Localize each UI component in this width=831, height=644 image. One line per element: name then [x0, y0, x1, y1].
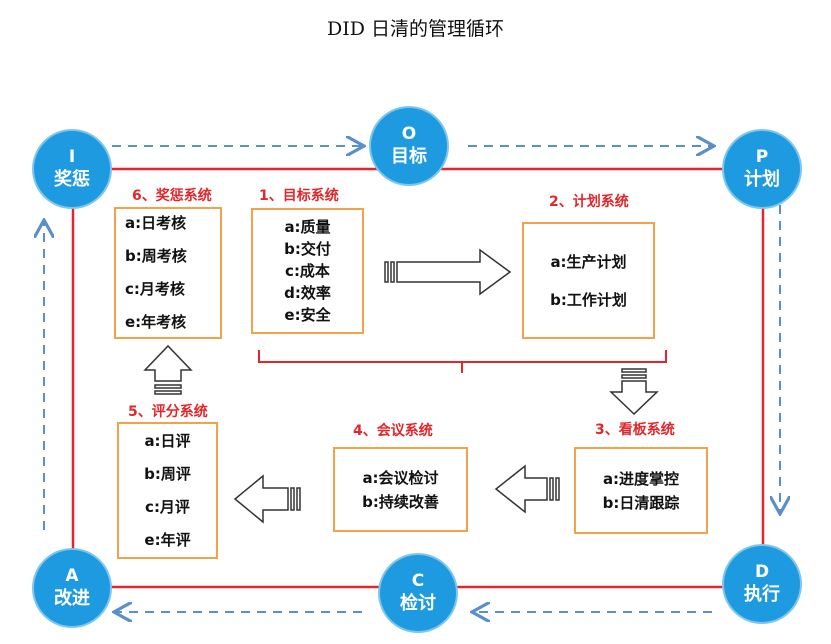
- node-a-letter: A: [65, 566, 79, 586]
- block-arrow-up: [143, 344, 193, 395]
- plan-system-title: 2、计划系统: [549, 194, 629, 210]
- node-p-letter: P: [755, 147, 769, 167]
- list-item: a:质量: [284, 218, 331, 236]
- list-item: e:年评: [144, 530, 191, 549]
- list-item: b:周评: [144, 464, 191, 483]
- list-item: e:年考核: [125, 313, 187, 331]
- list-item: a:会议检讨: [362, 468, 439, 487]
- node-a-improve: A 改进: [34, 550, 110, 626]
- list-item: b:工作计划: [550, 290, 627, 309]
- node-o-label: 目标: [391, 146, 427, 167]
- target-system-title: 1、目标系统: [259, 188, 339, 204]
- node-i-label: 奖惩: [54, 169, 90, 190]
- list-item: b:持续改善: [362, 492, 439, 511]
- list-item: a:日考核: [125, 214, 187, 232]
- plan-system-box: a:生产计划 b:工作计划: [522, 222, 655, 339]
- red-bracket: [258, 350, 667, 373]
- node-c-review: C 检讨: [380, 555, 456, 631]
- list-item: e:安全: [284, 306, 331, 324]
- list-item: d:效率: [284, 284, 331, 302]
- node-c-letter: C: [411, 571, 425, 591]
- list-item: b:日清跟踪: [602, 493, 680, 512]
- meeting-system-box: a:会议检讨 b:持续改善: [333, 447, 468, 532]
- list-item: a:进度掌控: [602, 469, 680, 488]
- node-d-execute: D 执行: [724, 546, 800, 622]
- kanban-system-box: a:进度掌控 b:日清跟踪: [574, 447, 708, 534]
- score-system-box: a:日评 b:周评 c:月评 e:年评: [117, 422, 218, 559]
- node-o-target: O 目标: [371, 108, 447, 184]
- list-item: c:成本: [285, 262, 330, 280]
- list-item: c:月评: [145, 497, 190, 516]
- list-item: a:生产计划: [550, 252, 627, 271]
- list-item: b:周考核: [125, 247, 187, 265]
- kanban-system-title: 3、看板系统: [595, 422, 675, 438]
- list-item: c:月考核: [125, 280, 185, 298]
- block-arrow-right: [384, 248, 512, 296]
- list-item: b:交付: [284, 240, 331, 258]
- node-d-letter: D: [754, 562, 770, 582]
- node-p-plan: P 计划: [724, 131, 800, 207]
- reward-system-box: a:日考核 b:周考核 c:月考核 e:年考核: [114, 207, 222, 339]
- meeting-system-title: 4、会议系统: [353, 423, 433, 439]
- block-arrow-left-2: [233, 474, 301, 524]
- block-arrow-left-1: [494, 464, 560, 514]
- node-i-reward: I 奖惩: [34, 131, 110, 207]
- node-i-letter: I: [68, 147, 76, 167]
- page-title: DID 日清的管理循环: [326, 18, 504, 40]
- target-system-box: a:质量 b:交付 c:成本 d:效率 e:安全: [251, 208, 364, 334]
- node-a-label: 改进: [54, 588, 90, 609]
- score-system-title: 5、评分系统: [128, 404, 208, 420]
- block-arrow-down: [609, 368, 659, 416]
- node-c-label: 检讨: [400, 593, 436, 614]
- node-d-label: 执行: [744, 584, 780, 605]
- node-p-label: 计划: [744, 169, 780, 190]
- node-o-letter: O: [401, 124, 417, 144]
- list-item: a:日评: [144, 431, 191, 450]
- reward-system-title: 6、奖惩系统: [132, 188, 212, 204]
